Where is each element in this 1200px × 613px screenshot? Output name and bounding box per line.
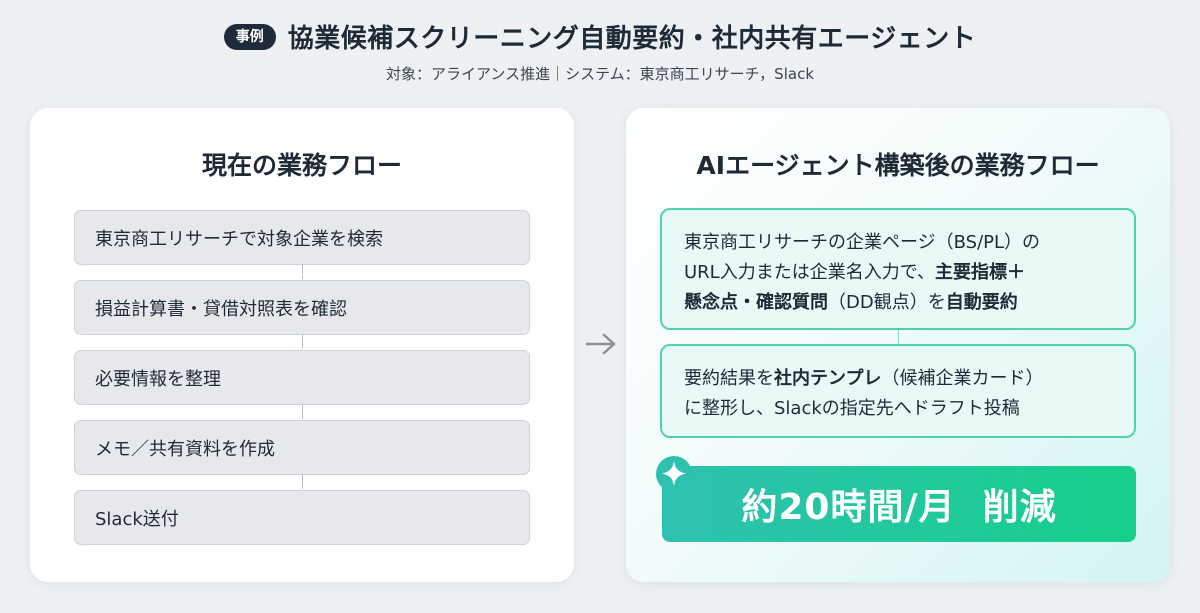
ai-step-summary: 東京商工リサーチの企業ページ（BS/PL）の URL入力または企業名入力で、主要… — [660, 208, 1136, 330]
flow-step-label: メモ／共有資料を作成 — [95, 438, 275, 460]
arrow-right-icon — [585, 333, 616, 355]
flow-step-label: Slack送付 — [95, 508, 179, 530]
ai-step-post: 要約結果を社内テンプレ（候補企業カード） に整形し、Slackの指定先へドラフト… — [660, 344, 1136, 438]
result-text: 約20時間/月 削減 — [741, 487, 1057, 528]
title-row: 事例 協業候補スクリーニング自動要約・社内共有エージェント — [223, 18, 977, 55]
ai-step-emphasis: 主要指標＋ — [935, 262, 1025, 283]
result-banner: 約20時間/月 削減 — [662, 466, 1136, 542]
flow-step: 東京商工リサーチで対象企業を検索 — [74, 210, 530, 279]
flow-step-label: 必要情報を整理 — [95, 368, 221, 390]
page-subtitle: 対象：アライアンス推進｜システム：東京商工リサーチ，Slack — [385, 65, 815, 83]
ai-flow-title: AIエージェント構築後の業務フロー — [696, 151, 1100, 180]
current-flow-panel: 現在の業務フロー 東京商工リサーチで対象企業を検索 損益計算書・貸借対照表を確認… — [30, 108, 574, 582]
flow-step: 必要情報を整理 — [74, 350, 530, 419]
flow-step-label: 損益計算書・貸借対照表を確認 — [95, 298, 347, 320]
flow-connector — [302, 264, 303, 279]
ai-step-emphasis: 自動要約 — [945, 292, 1018, 313]
current-flow-title: 現在の業務フロー — [201, 151, 402, 180]
current-flow-steps: 東京商工リサーチで対象企業を検索 損益計算書・貸借対照表を確認 必要情報を整理 … — [74, 210, 530, 545]
ai-step-emphasis: 社内テンプレ — [774, 368, 882, 389]
flow-step-label: 東京商工リサーチで対象企業を検索 — [95, 228, 383, 250]
ai-flow-panel: AIエージェント構築後の業務フロー 東京商工リサーチの企業ページ（BS/PL）の… — [626, 108, 1170, 582]
ai-step-emphasis: 懸念点・確認質問 — [684, 292, 828, 313]
flow-connector — [302, 334, 303, 349]
ai-step-text: （候補企業カード） — [881, 368, 1044, 389]
case-badge: 事例 — [223, 23, 276, 50]
flow-step: 損益計算書・貸借対照表を確認 — [74, 280, 530, 349]
sparkle-icon — [656, 456, 692, 492]
page-title: 協業候補スクリーニング自動要約・社内共有エージェント — [287, 24, 977, 54]
flow-step: Slack送付 — [74, 490, 530, 545]
flow-connector — [302, 404, 303, 419]
ai-step-text: 要約結果を — [684, 368, 774, 389]
ai-flow-connector — [898, 330, 899, 344]
ai-step-text: に整形し、Slackの指定先へドラフト投稿 — [684, 398, 1020, 419]
flow-connector — [302, 474, 303, 489]
ai-step-text: 東京商工リサーチの企業ページ（BS/PL）の — [684, 232, 1041, 253]
header: 事例 協業候補スクリーニング自動要約・社内共有エージェント 対象：アライアンス推… — [0, 18, 1200, 84]
ai-step-text: （DD観点）を — [828, 292, 946, 313]
ai-step-text: URL入力または企業名入力で、 — [684, 262, 935, 283]
flow-step: メモ／共有資料を作成 — [74, 420, 530, 489]
